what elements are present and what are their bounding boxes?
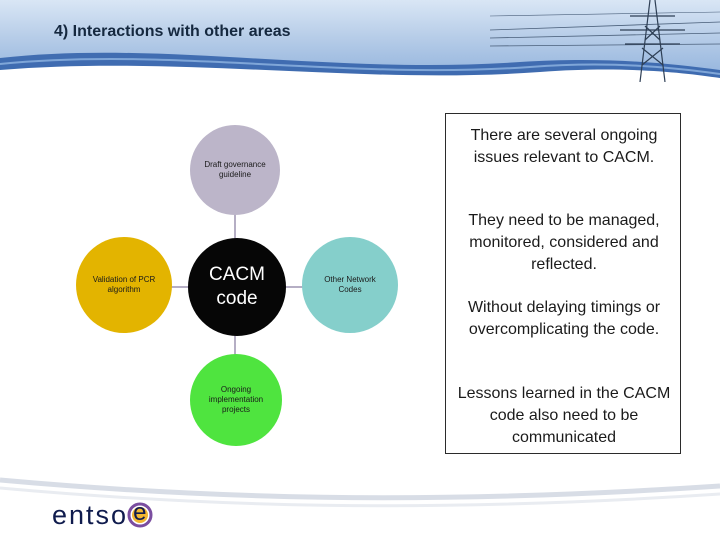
node-cacm-code: CACM code xyxy=(188,238,286,336)
node-label-line1: CACM xyxy=(209,264,265,285)
slide-title: 4) Interactions with other areas xyxy=(54,23,291,40)
node-label: Draft governance guideline xyxy=(204,160,266,179)
paragraph-lessons-learned: Lessons learned in the CACM code also ne… xyxy=(457,385,671,446)
paragraph-without-delaying: Without delaying timings or overcomplica… xyxy=(467,299,661,338)
connector-bottom xyxy=(234,334,236,356)
logo-text: entso xyxy=(52,499,129,530)
connector-top xyxy=(234,214,236,240)
power-pylon-icon xyxy=(490,0,720,82)
interaction-diagram: Draft governance guideline Validation of… xyxy=(70,120,430,450)
paragraph-ongoing-issues: There are several ongoing issues relevan… xyxy=(470,127,658,166)
logo-e-mark: e xyxy=(127,499,153,528)
slide-header: 4) Interactions with other areas xyxy=(0,0,720,82)
node-draft-governance-guideline: Draft governance guideline xyxy=(190,125,280,215)
node-label-line2: code xyxy=(216,288,258,309)
node-other-network-codes: Other Network Codes xyxy=(302,237,398,333)
logo-letter: e xyxy=(133,499,147,526)
node-ongoing-implementation-projects: Ongoing implementation projects xyxy=(190,354,282,446)
connector-right xyxy=(284,286,304,288)
entsoe-logo: entso e xyxy=(52,497,153,533)
node-label: Other Network Codes xyxy=(324,275,376,294)
connector-left xyxy=(170,286,190,288)
node-label: Validation of PCR algorithm xyxy=(92,275,156,294)
node-label: Ongoing implementation projects xyxy=(208,385,264,414)
paragraph-managed-monitored: They need to be managed, monitored, cons… xyxy=(468,212,660,273)
footer-wave-decoration xyxy=(0,477,720,540)
node-validation-pcr-algorithm: Validation of PCR algorithm xyxy=(76,237,172,333)
issues-text-box: There are several ongoing issues relevan… xyxy=(445,113,681,454)
header-wave-decoration xyxy=(0,52,720,82)
